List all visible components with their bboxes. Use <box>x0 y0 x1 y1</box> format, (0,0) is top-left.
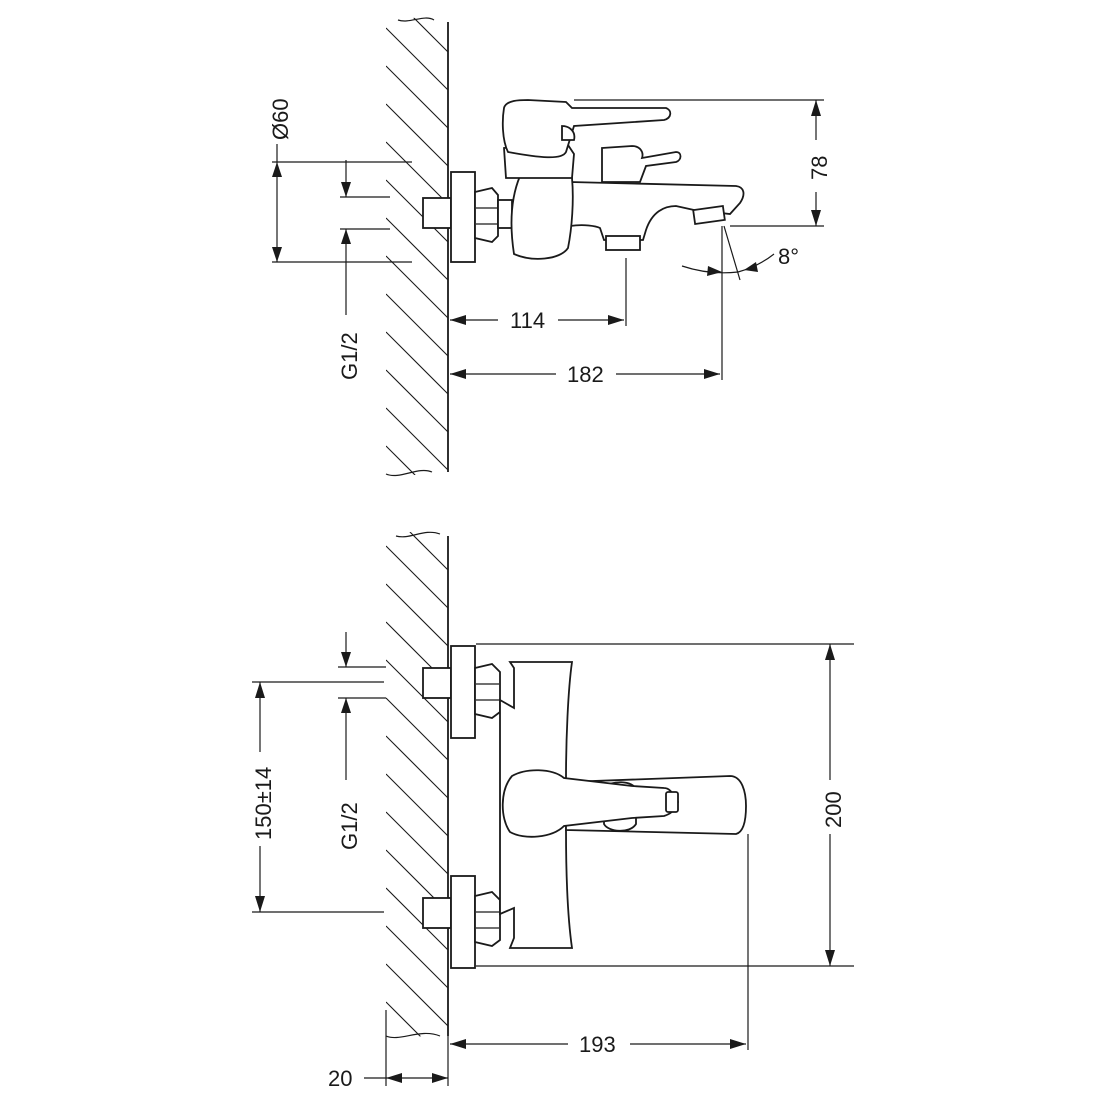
wall-hatch-bottom <box>386 531 448 1038</box>
dim-thread-bottom-label: G1/2 <box>337 802 362 850</box>
flange-lower <box>450 875 476 969</box>
wall-top <box>385 17 449 476</box>
dim-182: 182 <box>450 226 723 387</box>
flange-upper <box>450 645 476 739</box>
wall-bottom <box>385 531 449 1039</box>
faucet-top-view <box>422 99 745 263</box>
dim-193-label: 193 <box>579 1032 616 1057</box>
faucet-bottom-view <box>422 645 747 969</box>
diverter-handle <box>601 145 682 183</box>
nut-upper <box>474 663 501 719</box>
dim-182-label: 182 <box>567 362 604 387</box>
diverter-knob <box>605 235 641 251</box>
dim-20-label: 20 <box>328 1066 352 1091</box>
aerator <box>692 204 726 226</box>
wall-flange <box>450 171 476 263</box>
dim-150-label: 150±14 <box>251 767 276 840</box>
dim-78: 78 <box>574 99 832 227</box>
dim-20: 20 <box>328 1010 449 1091</box>
dim-thread-top-label: G1/2 <box>337 332 362 380</box>
dim-114-label: 114 <box>510 308 545 333</box>
mixer-body <box>510 172 574 260</box>
inlet-pipe <box>422 197 452 229</box>
nut-lower <box>474 891 501 947</box>
inlet-pipe-upper <box>422 667 452 699</box>
dim-200-label: 200 <box>821 791 846 828</box>
dim-193: 193 <box>450 834 749 1057</box>
bottom-view: 150±14 G1/2 200 <box>251 531 854 1091</box>
spout <box>569 181 745 241</box>
dim-angle-label: 8° <box>778 244 799 269</box>
dim-78-label: 78 <box>807 156 832 180</box>
dim-150: 150±14 <box>251 681 384 913</box>
dim-diameter-label: Ø60 <box>268 98 293 140</box>
dim-thread-bottom: G1/2 <box>337 632 386 850</box>
wall-hatch-top <box>386 17 448 476</box>
hex-nut <box>474 186 499 243</box>
top-view: Ø60 G1/2 114 182 <box>268 17 832 476</box>
dim-thread-top: G1/2 <box>337 160 390 380</box>
lever-handle <box>501 99 672 159</box>
dim-diameter: Ø60 <box>268 98 412 263</box>
dim-114: 114 <box>450 258 627 333</box>
inlet-pipe-lower <box>422 897 452 929</box>
dim-200: 200 <box>476 643 854 967</box>
dim-angle: 8° <box>681 225 799 281</box>
